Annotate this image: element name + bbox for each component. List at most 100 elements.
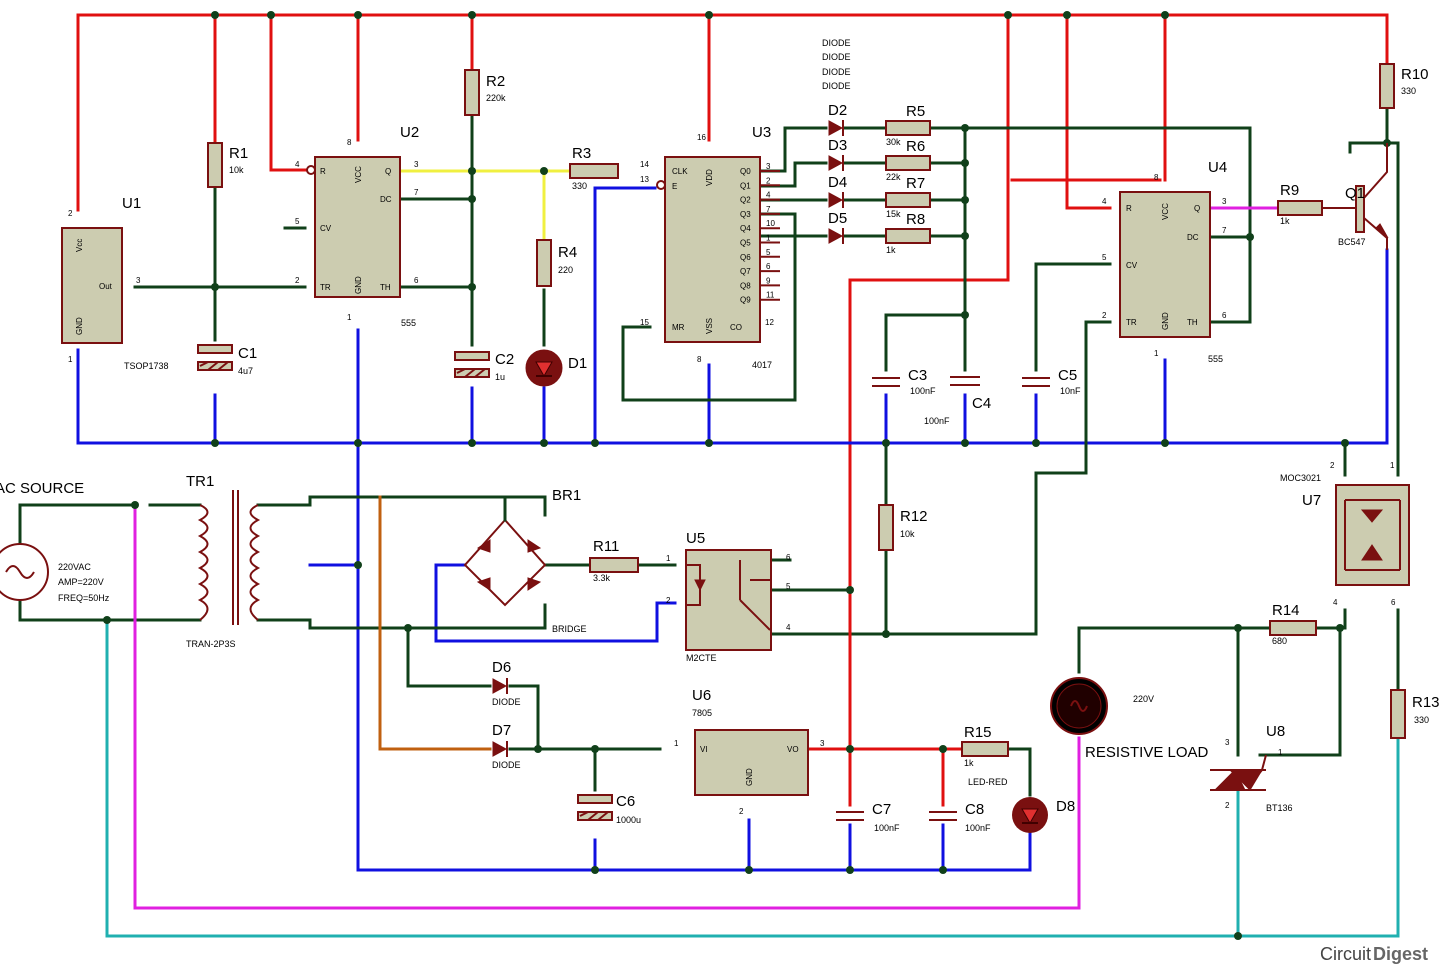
- svg-text:1u: 1u: [495, 372, 505, 382]
- svg-text:RESISTIVE LOAD: RESISTIVE LOAD: [1085, 744, 1209, 761]
- svg-text:R2: R2: [486, 73, 505, 90]
- svg-text:CLK: CLK: [672, 167, 688, 176]
- svg-text:10k: 10k: [900, 529, 915, 539]
- svg-text:TR1: TR1: [186, 473, 214, 490]
- svg-text:VDD: VDD: [705, 169, 714, 186]
- led-d8: D8 LED-RED: [968, 777, 1075, 833]
- svg-text:7805: 7805: [692, 708, 712, 718]
- svg-text:100nF: 100nF: [910, 386, 936, 396]
- svg-text:5: 5: [295, 217, 300, 226]
- svg-text:220: 220: [558, 265, 573, 275]
- svg-text:GND: GND: [1161, 312, 1170, 330]
- u1-tsop1738: U1 TSOP1738 Vcc Out GND 2 3 1: [61, 195, 169, 371]
- diode-d4: D4: [828, 174, 847, 208]
- svg-text:AC SOURCE: AC SOURCE: [0, 480, 84, 497]
- transformer-tr1: TR1 TRAN-2P3S: [186, 473, 261, 649]
- svg-text:220VAC: 220VAC: [58, 562, 91, 572]
- svg-text:VSS: VSS: [705, 318, 714, 334]
- svg-text:3: 3: [1222, 197, 1227, 206]
- u3-out-label-q5: Q5: [740, 239, 751, 248]
- svg-text:C7: C7: [872, 801, 891, 818]
- transistor-q1: Q1 BC547: [1322, 143, 1389, 250]
- optocoupler-u5: U5 M2CTE 1 2 4 5 6: [666, 530, 791, 663]
- led-d1: D1: [525, 349, 587, 387]
- svg-text:LED-RED: LED-RED: [968, 777, 1008, 787]
- svg-text:100nF: 100nF: [874, 823, 900, 833]
- optotriac-u7: U7 MOC3021 1 2 4 6: [1280, 461, 1410, 607]
- svg-text:AMP=220V: AMP=220V: [58, 577, 104, 587]
- svg-text:8: 8: [697, 355, 702, 364]
- ac-source: AC SOURCE 220VAC AMP=220V FREQ=50Hz: [0, 480, 110, 603]
- brand-logo: Circuit Digest: [1320, 944, 1428, 964]
- svg-text:C1: C1: [238, 345, 257, 362]
- svg-text:6: 6: [786, 553, 791, 562]
- svg-text:R14: R14: [1272, 602, 1300, 619]
- svg-text:22k: 22k: [886, 172, 901, 182]
- svg-text:7: 7: [1222, 226, 1227, 235]
- svg-text:3: 3: [414, 160, 419, 169]
- svg-text:M2CTE: M2CTE: [686, 653, 717, 663]
- svg-text:2: 2: [1102, 311, 1107, 320]
- svg-text:Vcc: Vcc: [75, 239, 84, 252]
- svg-text:4: 4: [1102, 197, 1107, 206]
- svg-text:U2: U2: [400, 124, 419, 141]
- svg-text:2: 2: [295, 276, 300, 285]
- svg-text:R11: R11: [593, 538, 619, 555]
- svg-text:D1: D1: [568, 355, 587, 372]
- svg-text:10nF: 10nF: [1060, 386, 1081, 396]
- wires: [18, 13, 1400, 938]
- svg-text:R13: R13: [1412, 694, 1440, 711]
- svg-text:14: 14: [640, 160, 649, 169]
- diode-d2: D2: [828, 102, 847, 136]
- svg-text:D7: D7: [492, 722, 511, 739]
- u3-out-label-q1: Q1: [740, 181, 751, 190]
- bridge-br1: BR1 BRIDGE: [463, 487, 587, 634]
- svg-text:1: 1: [1390, 461, 1395, 470]
- diode-label-4: DIODE: [822, 81, 851, 91]
- svg-text:FREQ=50Hz: FREQ=50Hz: [58, 593, 110, 603]
- svg-text:DIODE: DIODE: [492, 760, 521, 770]
- svg-text:Q: Q: [385, 167, 391, 176]
- svg-text:12: 12: [765, 318, 774, 327]
- svg-text:GND: GND: [745, 768, 754, 786]
- u2-555-timer: U2 555 R VCC Q DC CV TR GND TH 4 8 3 7 5…: [295, 124, 419, 328]
- svg-text:VCC: VCC: [354, 166, 363, 183]
- u3-out-pin-q4: 10: [766, 219, 775, 228]
- svg-text:E: E: [672, 182, 677, 191]
- svg-text:1000u: 1000u: [616, 815, 641, 825]
- resistive-load-lamp: RESISTIVE LOAD 220V: [1050, 677, 1209, 761]
- svg-text:4: 4: [295, 160, 300, 169]
- svg-text:DC: DC: [1187, 233, 1199, 242]
- capacitor-c7: C7 100nF: [836, 801, 900, 833]
- svg-text:8: 8: [347, 138, 352, 147]
- svg-text:R: R: [320, 167, 326, 176]
- svg-text:BT136: BT136: [1266, 803, 1293, 813]
- svg-text:CV: CV: [320, 224, 332, 233]
- svg-text:10k: 10k: [229, 165, 244, 175]
- svg-text:4: 4: [786, 623, 791, 632]
- svg-text:330: 330: [1414, 715, 1429, 725]
- svg-text:D8: D8: [1056, 798, 1075, 815]
- svg-text:1k: 1k: [964, 758, 974, 768]
- svg-text:TR: TR: [1126, 318, 1137, 327]
- svg-text:330: 330: [1401, 86, 1416, 96]
- svg-text:8: 8: [1154, 173, 1159, 182]
- svg-text:R7: R7: [906, 175, 925, 192]
- svg-text:Q: Q: [1194, 204, 1200, 213]
- svg-text:U3: U3: [752, 124, 771, 141]
